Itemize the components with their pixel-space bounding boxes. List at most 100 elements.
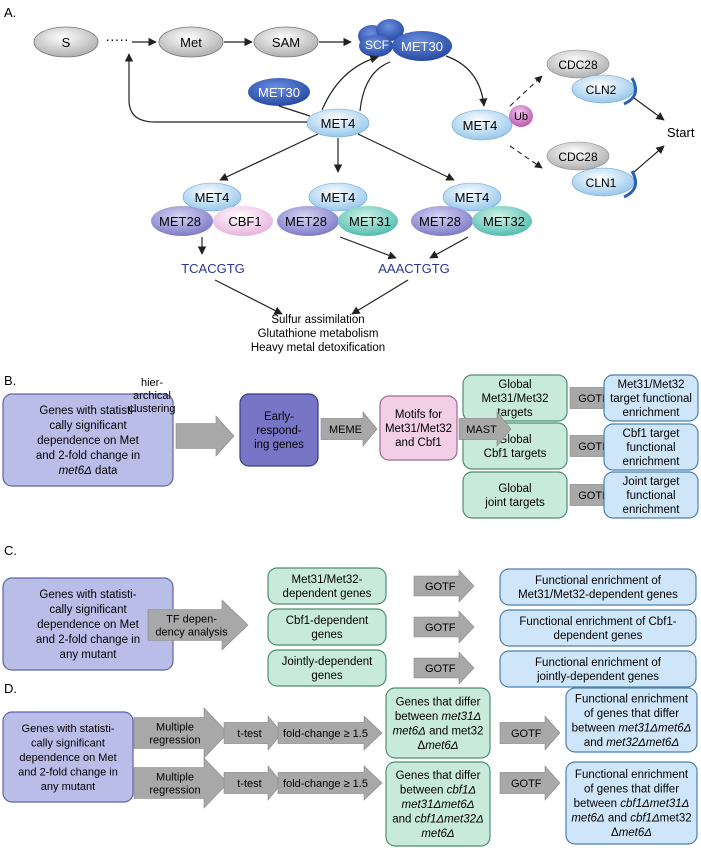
- b-meme-arrow: [320, 411, 378, 447]
- met4-scf-line: [359, 61, 391, 112]
- d-fc-arrow-1: [277, 715, 383, 751]
- c1-met28-label: MET28: [159, 214, 201, 229]
- c-gotf-arrow-3-label: GOTF: [425, 663, 456, 675]
- c-gotf-arrow-2-label: GOTF: [425, 622, 456, 634]
- dashed-arrow-cln2: [509, 75, 543, 107]
- c-tf-arrow-label: TF depen-dency analysis: [155, 613, 228, 638]
- c2-met28-label: MET28: [285, 214, 327, 229]
- d-gotf-arrow-2: [499, 765, 561, 801]
- b-mast-arrow-label: MAST: [466, 424, 497, 436]
- cdc28-top-label: CDC28: [558, 58, 598, 72]
- c-dep-box-3: [267, 649, 387, 687]
- arrow-met4-complex3: [357, 133, 455, 181]
- cln1-node: [571, 167, 635, 197]
- c-gotf-arrow-2: [413, 610, 475, 644]
- b-target-box-1: [462, 374, 568, 422]
- panel-label-a: A.: [4, 5, 16, 20]
- c3-met4-label: MET4: [455, 190, 490, 205]
- b-gotf-arrow-2-label: GOTF: [578, 441, 609, 453]
- b-enrich-box-2: [603, 423, 699, 471]
- s-label: S: [62, 35, 71, 50]
- feedback-arrow: [124, 53, 307, 123]
- met30-met4-line: [278, 105, 311, 117]
- b-early-box: [239, 393, 319, 467]
- d-fc-arrow-2: [277, 765, 383, 801]
- complex-met4-met28-met31: MET4 MET28 MET31: [277, 182, 398, 236]
- panel-label-c: C.: [4, 543, 17, 558]
- met4-ub-node: [451, 109, 513, 141]
- c-dep-box-1-text: Met31/Met32-dependent genes: [283, 574, 372, 600]
- cln2-swoosh: [623, 77, 638, 106]
- met4-center-label: MET4: [321, 116, 356, 131]
- met30-top-label: MET30: [401, 39, 443, 54]
- d-ttest-arrow-2-label: t-test: [237, 778, 261, 790]
- ellipsis: ·····: [105, 31, 128, 47]
- cdc28-bottom-label: CDC28: [558, 150, 598, 164]
- c-enrich-box-2: [499, 609, 697, 647]
- b-gotf-arrow-1-label: GOTF: [578, 393, 609, 405]
- met4-ub-label: MET4: [463, 118, 498, 133]
- c3-met32-label: MET32: [483, 214, 525, 229]
- outcome-line-3: Heavy metal detoxification: [251, 342, 385, 354]
- b-enrich-box-3: [603, 471, 699, 519]
- b-early-box-text: Early-respond-ing genes: [254, 411, 304, 451]
- scf-met30-complex: SCF MET30: [358, 19, 452, 61]
- b-enrich-box-1: [603, 374, 699, 422]
- dashed-arrow-cln1: [509, 145, 543, 169]
- met-label: Met: [180, 35, 202, 50]
- arrow-cln2-start: [633, 97, 665, 121]
- d-fc-arrow-1-label: fold-change ≥ 1.5: [283, 728, 368, 740]
- arrow-motif2-outcome: [351, 279, 409, 315]
- cln2-label: CLN2: [586, 83, 617, 97]
- c2-met4-label: MET4: [321, 190, 356, 205]
- arrow-met4-complex1: [219, 133, 319, 181]
- d-ttest-arrow-1-label: t-test: [237, 728, 261, 740]
- panel-label-d: D.: [4, 681, 17, 696]
- d-genes-box-2: [385, 761, 491, 847]
- cln1-swoosh: [623, 170, 638, 199]
- b-input-box: [2, 393, 174, 487]
- d-ttest-arrow-2: [223, 765, 283, 801]
- d-enrich-box-2: [565, 761, 698, 845]
- arrow-c2-motif: [339, 236, 397, 260]
- d-gotf-arrow-1-label: GOTF: [511, 728, 542, 740]
- c-enrich-box-2-text: Functional enrichment of Cbf1-dependent …: [519, 616, 676, 642]
- d-mr-arrow-1: [133, 707, 229, 759]
- complex-met4-met28-met32: MET4 MET28 MET32: [411, 182, 532, 236]
- complex-met4-met28-cbf1: MET4 MET28 CBF1: [151, 182, 273, 236]
- c-gotf-arrow-1-label: GOTF: [425, 581, 456, 593]
- c2-met31-label: MET31: [349, 214, 391, 229]
- b-mast-arrow: [458, 411, 512, 447]
- sam-label: SAM: [272, 35, 300, 50]
- outcome-line-1: Sulfur assimilation: [271, 314, 364, 326]
- met-node: [158, 26, 224, 58]
- d-gotf-arrow-1: [499, 715, 561, 751]
- start-label: Start: [667, 125, 695, 140]
- b-motifs-box: [379, 395, 458, 461]
- met30-left-node: [248, 78, 310, 106]
- d-input-box: [2, 711, 134, 803]
- ub-label: Ub: [514, 111, 528, 123]
- c-enrich-box-3: [499, 650, 697, 688]
- met4-scf-arrow: [321, 55, 379, 111]
- d-gotf-arrow-2-label: GOTF: [511, 778, 542, 790]
- c-enrich-box-1: [499, 568, 697, 606]
- c3-met28-label: MET28: [419, 214, 461, 229]
